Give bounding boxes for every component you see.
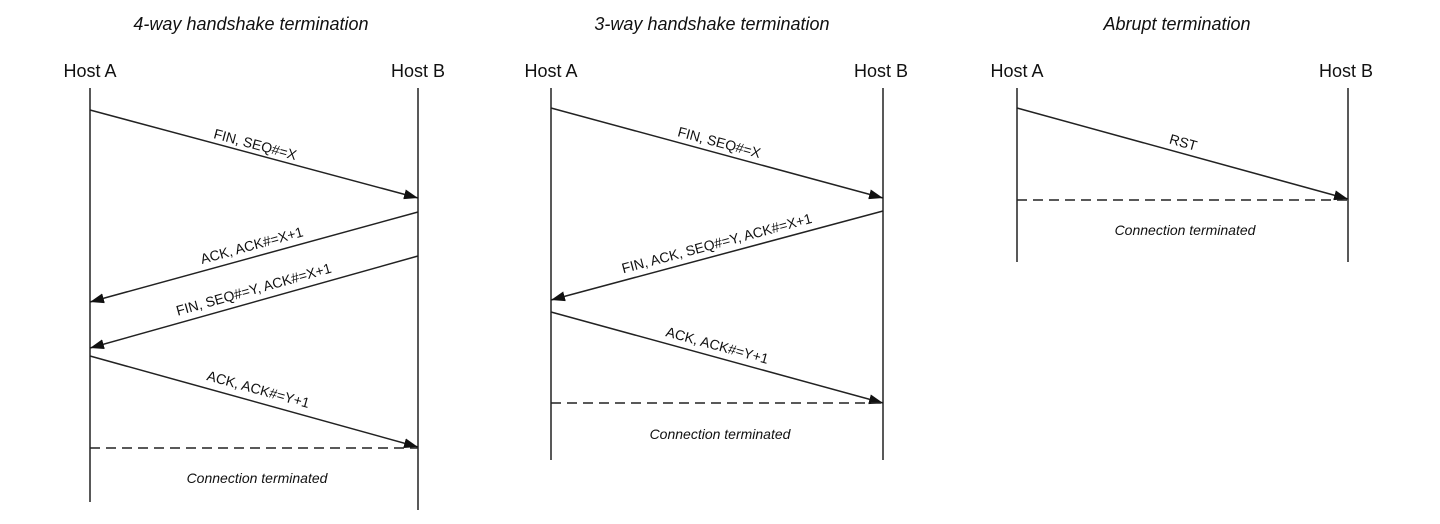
panel-title: 3-way handshake termination (594, 14, 829, 34)
panel-four-way: 4-way handshake termination Host A Host … (63, 14, 445, 510)
message-label: ACK, ACK#=Y+1 (205, 367, 311, 411)
message-arrow (89, 355, 419, 449)
message-arrow (1016, 107, 1349, 201)
message-label: FIN, SEQ#=X (212, 125, 299, 163)
termination-note: Connection terminated (1115, 222, 1257, 238)
message-arrow (89, 255, 419, 350)
message-arrow (89, 109, 419, 200)
host-a-label: Host A (990, 61, 1043, 81)
host-b-label: Host B (391, 61, 445, 81)
message-arrow (550, 107, 884, 200)
message-label: ACK, ACK#=Y+1 (664, 323, 771, 366)
host-b-label: Host B (1319, 61, 1373, 81)
message-label: FIN, SEQ#=Y, ACK#=X+1 (174, 260, 333, 319)
message-arrow (89, 211, 419, 304)
message-label: FIN, SEQ#=X (676, 123, 763, 161)
panel-three-way: 3-way handshake termination Host A Host … (524, 14, 908, 460)
host-b-label: Host B (854, 61, 908, 81)
message-label: FIN, ACK, SEQ#=Y, ACK#=X+1 (620, 210, 814, 276)
panel-abrupt: Abrupt termination Host A Host B RST Con… (990, 14, 1373, 262)
message-label: ACK, ACK#=X+1 (199, 223, 306, 266)
panel-title: Abrupt termination (1102, 14, 1250, 34)
message-arrow (550, 210, 884, 302)
host-a-label: Host A (63, 61, 116, 81)
termination-note: Connection terminated (187, 470, 329, 486)
message-arrow (550, 311, 884, 405)
panel-title: 4-way handshake termination (133, 14, 368, 34)
host-a-label: Host A (524, 61, 577, 81)
message-label: RST (1168, 131, 1200, 154)
termination-note: Connection terminated (650, 426, 792, 442)
